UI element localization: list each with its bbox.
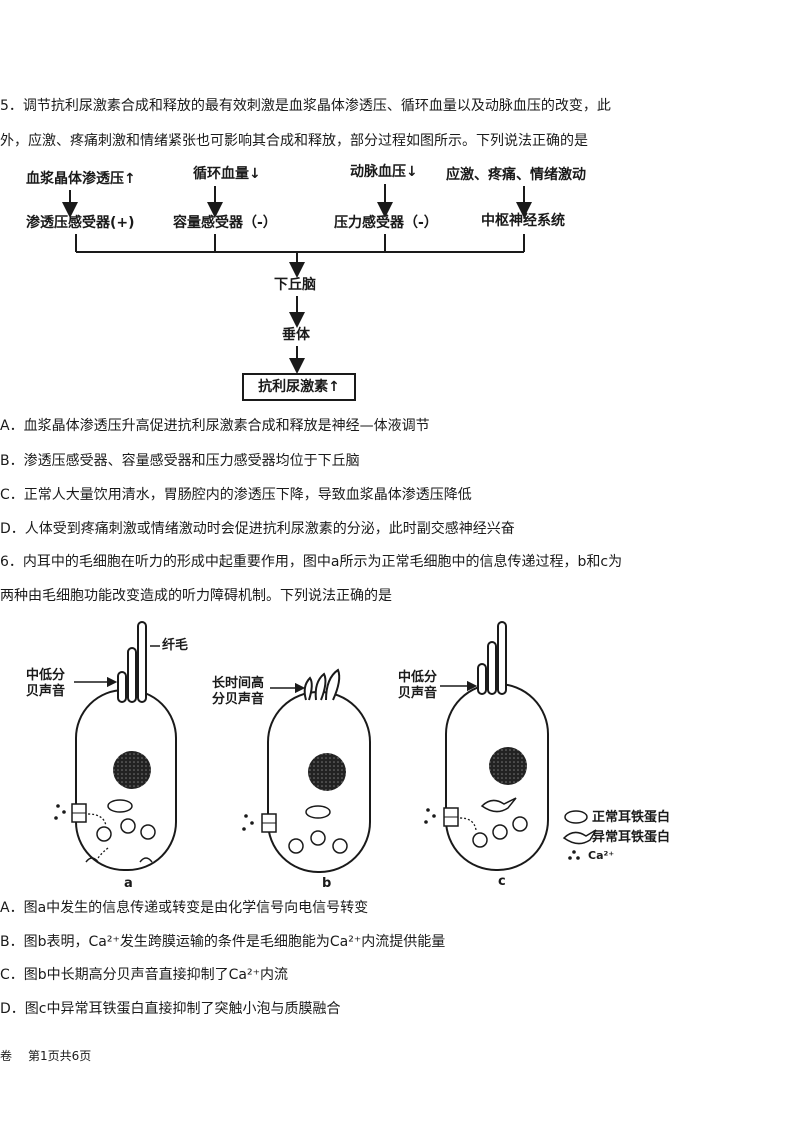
bent-cilium	[314, 672, 327, 701]
stim-blood-volume: 循环血量↓	[193, 166, 261, 182]
nucleus	[113, 751, 151, 789]
otoferlin-abnormal-icon	[562, 829, 597, 845]
sound-label-b: 长时间高分贝声音	[212, 676, 265, 707]
stim-plasma-osmotic: 血浆晶体渗透压↑	[26, 171, 136, 187]
nucleus	[308, 753, 346, 791]
sound-label-a: 中低分贝声音	[26, 668, 66, 699]
synaptic-vesicle-icon	[512, 816, 528, 832]
receptor-volume: 容量感受器（-）	[173, 215, 277, 231]
hypothalamus: 下丘脑	[274, 277, 316, 293]
hair-cell-c	[424, 621, 549, 871]
q6-legend	[562, 810, 597, 860]
legend-normal-label: 正常耳铁蛋白	[592, 810, 671, 825]
otoferlin-normal-icon	[564, 810, 588, 824]
footer-left: 卷	[0, 1049, 13, 1063]
q6-option-a[interactable]: A．图a中发生的信息传递或转变是由化学信号向电信号转变	[0, 900, 369, 916]
synaptic-vesicle-icon	[492, 824, 508, 840]
cilium	[497, 621, 507, 695]
q5-stem-line1: 5．调节抗利尿激素合成和释放的最有效刺激是血浆晶体渗透压、循环血量以及动脉血压的…	[0, 98, 611, 114]
q5-stem-line2: 外，应激、疼痛刺激和情绪紧张也可影响其合成和释放，部分过程如图所示。下列说法正确…	[0, 133, 588, 149]
q6-stem-line1: 6．内耳中的毛细胞在听力的形成中起重要作用，图中a所示为正常毛细胞中的信息传递过…	[0, 554, 623, 570]
receptor-osmo: 渗透压感受器(+)	[26, 215, 135, 231]
q5-option-b[interactable]: B．渗透压感受器、容量感受器和压力感受器均位于下丘脑	[0, 453, 360, 469]
stim-stress-pain-emotion: 应激、疼痛、情绪激动	[446, 167, 586, 183]
down-arrow-icon: ↓	[406, 164, 418, 180]
synaptic-vesicle-icon	[120, 818, 136, 834]
cilium	[117, 671, 127, 703]
bent-cilium	[303, 676, 313, 701]
cilium	[137, 621, 147, 703]
panel-label-c: c	[498, 874, 506, 889]
legend-abnormal-label: 异常耳铁蛋白	[592, 830, 671, 845]
cilium	[487, 641, 497, 695]
cilium	[127, 647, 137, 703]
page-number: 第1页共6页	[28, 1049, 92, 1063]
otoferlin-abnormal-icon	[480, 797, 517, 813]
otoferlin-normal-icon	[305, 805, 331, 819]
q5-option-c[interactable]: C．正常人大量饮用清水，胃肠腔内的渗透压下降，导致血浆晶体渗透压降低	[0, 487, 472, 503]
central-nervous-system: 中枢神经系统	[481, 213, 565, 229]
pituitary: 垂体	[282, 327, 310, 343]
synaptic-vesicle-icon	[310, 830, 326, 846]
synaptic-vesicle-icon	[96, 826, 112, 842]
up-arrow-icon: ↑	[328, 379, 340, 395]
q6-option-c[interactable]: C．图b中长期高分贝声音直接抑制了Ca²⁺内流	[0, 967, 289, 983]
synaptic-vesicle-icon	[332, 838, 348, 854]
hair-cell-a	[54, 621, 177, 871]
q6-stem-line2: 两种由毛细胞功能改变造成的听力障碍机制。下列说法正确的是	[0, 588, 392, 604]
stim-arterial-pressure: 动脉血压↓	[350, 164, 418, 180]
calcium-ion-icon	[572, 850, 576, 854]
q6-option-b[interactable]: B．图b表明，Ca²⁺发生跨膜运输的条件是毛细胞能为Ca²⁺内流提供能量	[0, 934, 446, 950]
cilium	[477, 663, 487, 695]
panel-label-a: a	[124, 876, 133, 891]
synaptic-vesicle-icon	[472, 832, 488, 848]
synaptic-vesicle-icon	[288, 838, 304, 854]
q5-option-d[interactable]: D．人体受到疼痛刺激或情绪激动时会促进抗利尿激素的分泌，此时副交感神经兴奋	[0, 521, 515, 537]
synaptic-vesicle-icon	[140, 824, 156, 840]
up-arrow-icon: ↑	[124, 171, 136, 187]
down-arrow-icon: ↓	[249, 166, 261, 182]
otoferlin-normal-icon	[107, 799, 133, 813]
panel-label-b: b	[322, 876, 332, 891]
hair-cell-b	[242, 668, 371, 873]
adh-box: 抗利尿激素↑	[242, 373, 356, 401]
q6-option-d[interactable]: D．图c中异常耳铁蛋白直接抑制了突触小泡与质膜融合	[0, 1001, 341, 1017]
q5-option-a[interactable]: A．血浆晶体渗透压升高促进抗利尿激素合成和释放是神经—体液调节	[0, 418, 430, 434]
sound-label-c: 中低分贝声音	[398, 670, 438, 701]
bent-cilium	[325, 668, 341, 701]
nucleus	[489, 747, 527, 785]
legend-calcium-label: Ca²⁺	[588, 849, 615, 862]
receptor-pressure: 压力感受器（-）	[334, 215, 438, 231]
cilia-label: 纤毛	[162, 638, 189, 653]
